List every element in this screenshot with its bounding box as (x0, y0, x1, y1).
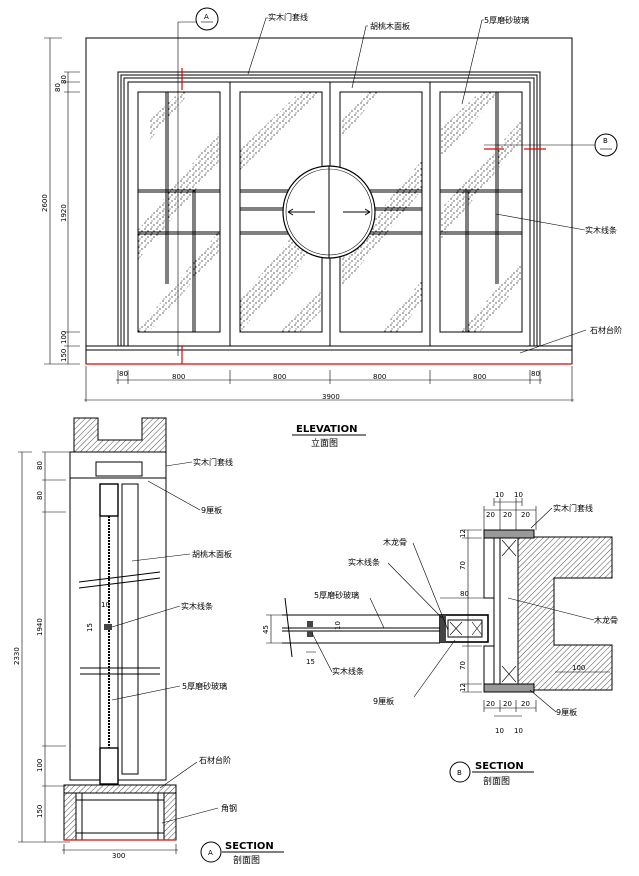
section-marker-a: A (177, 7, 219, 364)
dimension-label: 15 (86, 623, 94, 632)
callout-glass: 5厚磨砂玻璃 (182, 681, 227, 691)
dimension-label: 3900 (322, 393, 340, 401)
callout-strip-top: 实木线条 (348, 557, 380, 567)
callout-panel: 胡桃木面板 (370, 21, 410, 31)
dimension-label: 45 (262, 625, 270, 634)
door-leaves (137, 82, 523, 346)
callout-step: 石材台阶 (590, 325, 622, 335)
dimension-label: 10 (514, 727, 523, 735)
callout-glass: 5厚磨砂玻璃 (484, 15, 529, 25)
section-a-view: 实木门套线 9厘板 胡桃木面板 实木线条 5厚磨砂玻璃 石材台阶 角钢 2330… (13, 417, 284, 866)
callout-panel: 胡桃木面板 (192, 549, 232, 559)
dimension-label: 15 (306, 658, 315, 666)
callout-frame: 实木门套线 (193, 457, 233, 467)
section-b-subtitle: 剖面图 (483, 775, 510, 787)
wood-strip (104, 624, 112, 630)
dimension-label: 20 (486, 511, 495, 519)
dimension-label: 20 (503, 511, 512, 519)
dimension-label: 80 (36, 491, 44, 500)
callout-steel: 角钢 (221, 803, 237, 813)
dimension-label: 300 (112, 852, 125, 860)
door-frame-trim (483, 529, 535, 539)
section-a-title: SECTION (225, 841, 274, 852)
dimension-label: 80 (60, 75, 68, 84)
callout-keel-right: 木龙骨 (594, 615, 618, 625)
marker-label: B (603, 137, 608, 145)
dimension-label: 20 (486, 700, 495, 708)
dimension-label: 800 (473, 373, 486, 381)
dimension-label: 70 (459, 661, 467, 670)
dimension-label: 10 (514, 491, 523, 499)
wall-hatch (517, 536, 613, 691)
dimension-label: A (208, 849, 213, 857)
dimension-left: 2600 80 80 1920 100 150 (41, 37, 80, 365)
dimension-label: 10 (101, 601, 110, 609)
dimension-label: 100 (572, 664, 585, 672)
dimension-label: 800 (373, 373, 386, 381)
dimension-label: 70 (459, 561, 467, 570)
dimension-label: 20 (521, 700, 530, 708)
callout-strip: 实木线条 (181, 601, 213, 611)
elevation-title: ELEVATION (296, 424, 357, 435)
callout-board-left: 9厘板 (373, 696, 394, 706)
callout-frame: 实木门套线 (268, 12, 308, 22)
callout-strip-bottom: 实木线条 (332, 666, 364, 676)
dimension-label: 20 (503, 700, 512, 708)
elevation-view: A B 实木门套线 胡桃木面板 5厚磨砂玻璃 实木线条 石材台阶 80 800 … (41, 7, 622, 449)
door-frame-trim (69, 451, 167, 479)
callout-glass: 5厚磨砂玻璃 (314, 590, 359, 600)
slide-left-arrow-icon (287, 208, 315, 216)
dimension-label: 80 (54, 83, 62, 92)
dimension-label: 12 (459, 529, 467, 538)
section-marker-b: B (484, 133, 618, 157)
dimension-label: 150 (60, 349, 68, 362)
wood-strips (138, 92, 522, 332)
wall-hatch (73, 417, 167, 453)
callout-strip: 实木线条 (585, 225, 617, 235)
wood-keel (499, 537, 519, 685)
callout-frame: 实木门套线 (553, 503, 593, 513)
dimension-label: 1940 (36, 618, 44, 636)
section-b-title: SECTION (475, 761, 524, 772)
section-a-subtitle: 剖面图 (233, 854, 260, 866)
dimension-label: 10 (495, 491, 504, 499)
marker-label: A (204, 13, 209, 21)
slide-right-arrow-icon (343, 208, 371, 216)
dimension-label: 80 (36, 461, 44, 470)
dimension-label: 1920 (60, 204, 68, 222)
section-b-view: 实木门套线 木龙骨 实木线条 5厚磨砂玻璃 实木线条 9厘板 木龙骨 9厘板 1… (262, 491, 618, 787)
elevation-subtitle: 立面图 (311, 437, 338, 449)
callout-board: 9厘板 (201, 505, 222, 515)
dimension-label: 800 (273, 373, 286, 381)
dimension-label: 10 (334, 621, 342, 630)
callout-keel-top: 木龙骨 (383, 537, 407, 547)
dimension-label: B (457, 769, 462, 777)
angle-steel (76, 793, 164, 840)
dimension-label: 12 (459, 683, 467, 692)
walnut-panel (121, 483, 139, 775)
dimension-label: 80 (531, 370, 540, 378)
dimension-label: 150 (36, 805, 44, 818)
dimension-label: 800 (172, 373, 185, 381)
dimension-label: 100 (36, 759, 44, 772)
section-b-marker (449, 761, 471, 783)
dimension-label: 2330 (13, 647, 21, 665)
section-a-marker (200, 841, 222, 863)
callout-board-right: 9厘板 (556, 707, 577, 717)
dimension-bottom: 80 800 800 800 800 80 3900 (84, 366, 574, 402)
dimension-label: 20 (521, 511, 530, 519)
dimension-label: 100 (60, 331, 68, 344)
callout-step: 石材台阶 (199, 755, 231, 765)
glass-line (282, 597, 440, 658)
dimension-label: 10 (495, 727, 504, 735)
dimension-label: 80 (460, 590, 469, 598)
dimension-label: 80 (119, 370, 128, 378)
dimension-label: 2600 (41, 194, 49, 212)
